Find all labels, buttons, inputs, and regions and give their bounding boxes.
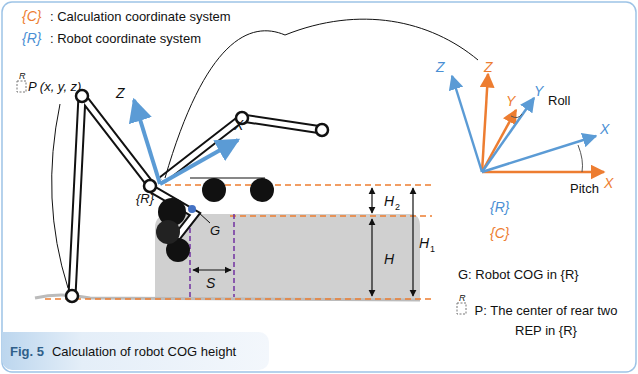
axis-label: X — [600, 122, 609, 136]
angle-label: Pitch — [570, 182, 599, 195]
axis-label: X — [234, 118, 243, 132]
subscript: 2 — [395, 203, 400, 212]
dimension-label: S — [206, 276, 215, 290]
dimension-arrows — [193, 188, 413, 296]
caption-band: Fig. 5 Calculation of robot COG height — [2, 332, 269, 370]
robot-frame-axes — [452, 76, 596, 172]
subscript: 1 — [430, 245, 435, 254]
robot-joints — [66, 90, 328, 302]
robot-frame-axes — [134, 100, 238, 184]
legend-note: : Robot coordinate system — [50, 32, 201, 45]
placeholder-box — [17, 81, 466, 314]
angle-label: Roll — [548, 94, 570, 107]
legend-note: : Calculation coordinate system — [50, 10, 231, 23]
axis-label: Z — [484, 60, 493, 74]
legend-note: P: The center of rear two REP in {R} — [468, 301, 624, 340]
height-lines — [45, 185, 432, 299]
frame-name: {R} — [490, 200, 509, 214]
axis-label: Z — [116, 86, 125, 100]
frame-name: {C} — [22, 9, 41, 23]
cog-dot — [188, 205, 196, 213]
caption-text: Calculation of robot COG height — [52, 344, 236, 359]
axis-label: Z — [436, 60, 445, 74]
cog-leader — [198, 212, 210, 223]
frame-name: {R} — [136, 192, 154, 205]
figure-number: Fig. 5 — [10, 344, 44, 359]
cog-label: G — [210, 224, 220, 237]
legend-note: G: Robot COG in {R} — [458, 268, 579, 281]
calc-frame-axes — [482, 74, 604, 172]
robot-legs — [72, 96, 322, 296]
dimension-label: H — [419, 236, 429, 250]
offset-lines — [190, 212, 234, 297]
frame-name: {C} — [490, 226, 509, 240]
axis-label: X — [604, 176, 613, 190]
dimension-label: H — [384, 252, 394, 266]
superscript: R — [459, 294, 466, 303]
dimension-label: H — [384, 194, 394, 208]
axis-label: Y — [534, 84, 543, 98]
axis-label: Y — [506, 94, 515, 108]
robot-wheels — [156, 178, 274, 262]
frame-name: {R} — [22, 31, 41, 45]
leader-line — [52, 104, 68, 288]
leader-line — [165, 19, 478, 178]
angle-arcs — [511, 114, 583, 172]
step-obstacle — [155, 214, 420, 300]
superscript: R — [19, 72, 26, 81]
point-label: P (x, y, z) — [28, 80, 81, 93]
